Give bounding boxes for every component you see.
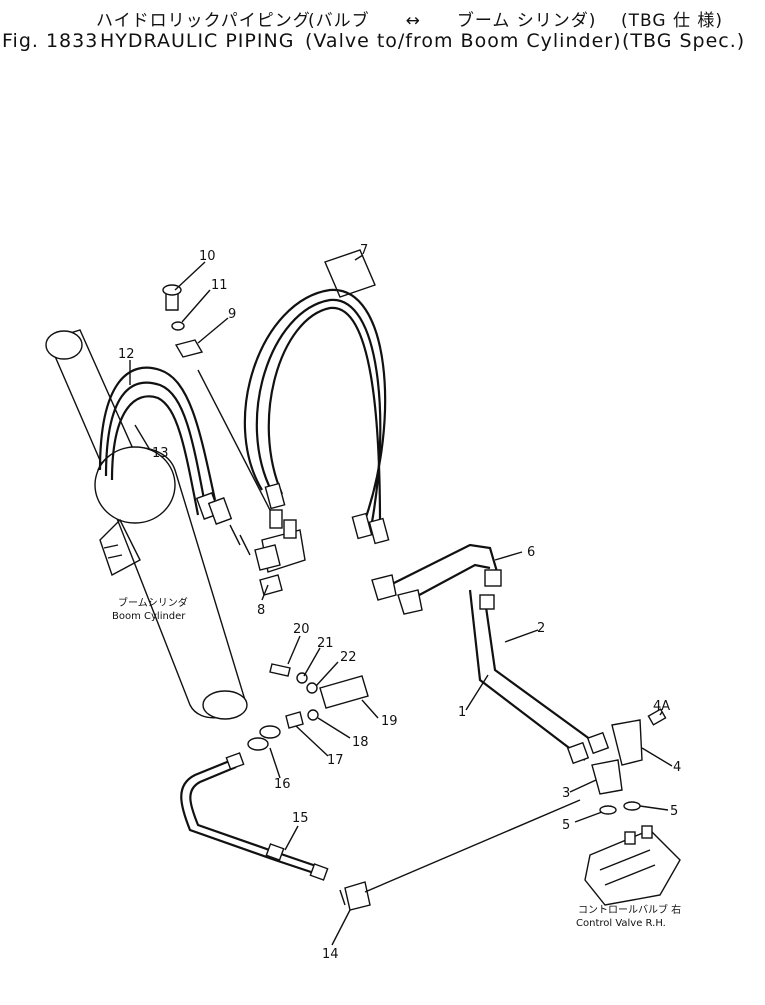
fitting-block-8 bbox=[229, 509, 306, 596]
title-jp-spec: (TBG 仕 様) bbox=[621, 11, 723, 31]
bracket-assembly bbox=[162, 284, 271, 511]
label-part-13: 13 bbox=[152, 446, 169, 461]
title-jp-subject: (バルブ ↔ ブーム シリンダ) bbox=[308, 11, 597, 31]
caption-boom-cylinder-jp: ブームシリンダ bbox=[118, 596, 188, 609]
label-part-11: 11 bbox=[211, 278, 228, 293]
pipes-1-2-6 bbox=[371, 543, 610, 765]
label-part-5-left: 5 bbox=[562, 818, 570, 833]
title-en-main: HYDRAULIC PIPING bbox=[100, 30, 295, 52]
label-part-1: 1 bbox=[458, 705, 466, 720]
hose-7 bbox=[243, 249, 390, 545]
label-part-7: 7 bbox=[360, 243, 368, 258]
label-part-4: 4 bbox=[673, 760, 681, 775]
label-part-19: 19 bbox=[381, 714, 398, 729]
elbow-fittings bbox=[591, 708, 667, 815]
label-part-22: 22 bbox=[340, 650, 357, 665]
label-part-4a: 4A bbox=[653, 699, 670, 714]
elbow-14 bbox=[339, 799, 581, 911]
label-part-5-right: 5 bbox=[670, 804, 678, 819]
label-part-17: 17 bbox=[327, 753, 344, 768]
title-jp-main: ハイドロリックパイピング bbox=[96, 11, 311, 31]
leader-lines bbox=[129, 254, 673, 946]
figure-number: Fig. 1833 bbox=[2, 30, 99, 52]
label-part-14: 14 bbox=[322, 947, 339, 962]
label-part-18: 18 bbox=[352, 735, 369, 750]
label-part-8: 8 bbox=[257, 603, 265, 618]
label-part-16: 16 bbox=[274, 777, 291, 792]
label-part-12: 12 bbox=[118, 347, 135, 362]
part-labels: 7 10 11 9 12 13 6 8 2 1 20 21 22 19 18 1… bbox=[118, 243, 681, 962]
boom-cylinder bbox=[45, 329, 248, 720]
title-en-spec: (TBG Spec.) bbox=[622, 30, 746, 52]
label-part-3: 3 bbox=[562, 786, 570, 801]
fittings-17-22 bbox=[247, 663, 369, 751]
label-part-6: 6 bbox=[527, 545, 535, 560]
caption-control-valve-jp: コントロールバルブ 右 bbox=[578, 903, 681, 916]
control-valve bbox=[584, 825, 681, 906]
caption-boom-cylinder-en: Boom Cylinder bbox=[112, 611, 186, 622]
label-part-15: 15 bbox=[292, 811, 309, 826]
label-part-21: 21 bbox=[317, 636, 334, 651]
hose-12-13 bbox=[98, 366, 233, 525]
caption-control-valve-en: Control Valve R.H. bbox=[576, 918, 666, 929]
label-part-9: 9 bbox=[228, 307, 236, 322]
label-part-10: 10 bbox=[199, 249, 216, 264]
label-part-2: 2 bbox=[537, 621, 545, 636]
title-en-subject: (Valve to/from Boom Cylinder) bbox=[305, 30, 622, 52]
captions: ブームシリンダ Boom Cylinder コントロールバルブ 右 Contro… bbox=[112, 596, 681, 929]
label-part-20: 20 bbox=[293, 622, 310, 637]
hose-15 bbox=[180, 752, 329, 881]
